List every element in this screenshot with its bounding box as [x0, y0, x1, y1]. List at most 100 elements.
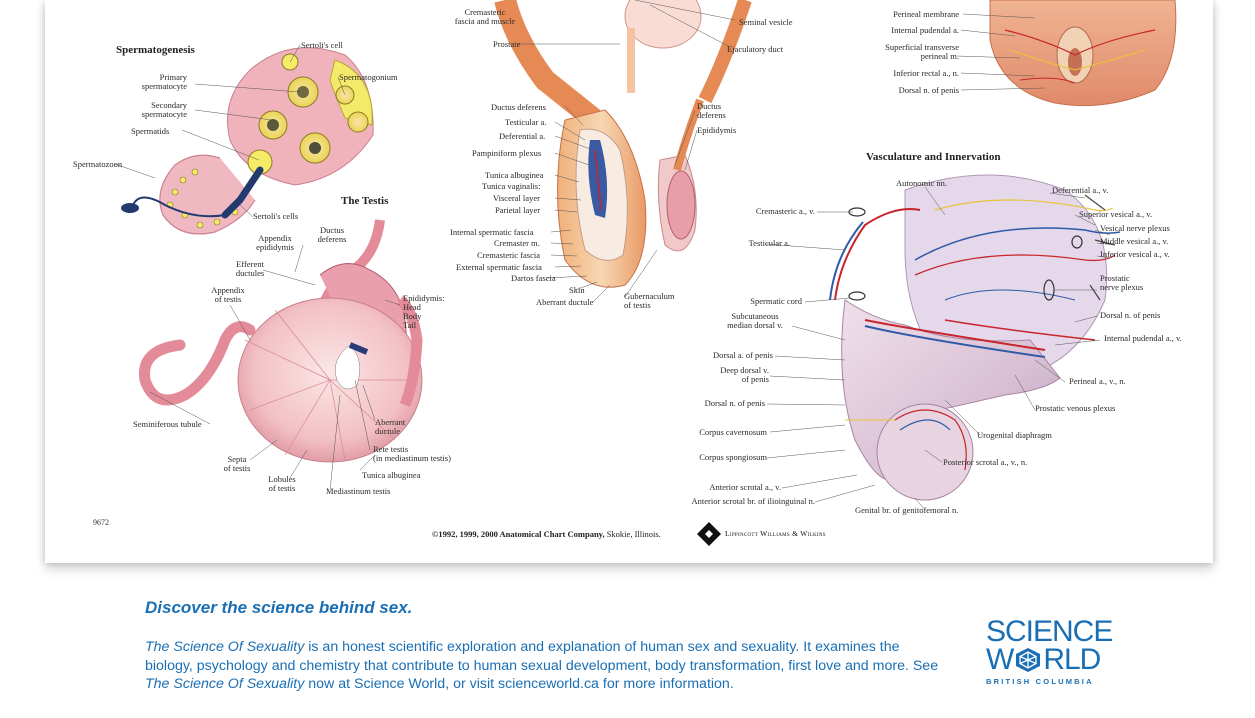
label-ductus-deferens-right: Ductus deferens [697, 101, 726, 120]
logo-line-2: W RLD [986, 643, 1101, 676]
label-ductus-deferens: Ductus deferens [317, 225, 347, 244]
label-seminiferous-tubule: Seminiferous tubule [133, 419, 202, 429]
label-anterior-scrotal: Anterior scrotal a., v. [709, 482, 781, 492]
label-cremasteric-fascia: Cremasteric fascia [477, 250, 541, 260]
label-testicular-a-vasc: Testicular a. [748, 238, 790, 248]
label-urogenital: Urogenital diaphragm [977, 430, 1052, 440]
label-prostatic-nerve: Prostatic nerve plexus [1100, 273, 1144, 292]
label-deep-dorsal-v: Deep dorsal v. of penis [720, 365, 769, 384]
label-lobules: Lobules of testis [268, 474, 296, 493]
label-cremaster-m: Cremaster m. [494, 238, 540, 248]
label-visceral-layer: Visceral layer [493, 193, 540, 203]
label-appendix-epididymis: Appendix epididymis [256, 233, 294, 252]
label-dorsal-a-penis: Dorsal a. of penis [713, 350, 773, 360]
exhibit-title-2: The Science Of Sexuality [145, 676, 305, 692]
label-dorsal-n-penis-perineum: Dorsal n. of penis [898, 85, 959, 95]
label-spermatogonium: Spermatogonium [339, 72, 398, 82]
copyright-place: Skokie, Illinois. [604, 529, 661, 539]
label-appendix-testis: Appendix of testis [211, 285, 245, 304]
anatomy-illustration [114, 0, 1177, 546]
label-seminal-vesicle: Seminal vesicle [739, 17, 793, 27]
label-inferior-vesical: Inferior vesical a., v. [1100, 249, 1170, 259]
label-prostate: Prostate [493, 39, 521, 49]
label-middle-vesical: Middle vesical a., v. [1100, 236, 1169, 246]
label-septa: Septa of testis [223, 454, 251, 473]
label-primary-spermatocyte: Primary spermatocyte [141, 72, 187, 91]
label-aberrant-ductule-cord: Aberrant ductule [536, 297, 594, 307]
label-autonomic: Autonomic nn. [896, 178, 947, 188]
logo-subtitle: BRITISH COLUMBIA [986, 677, 1094, 686]
label-cremasteric-av: Cremasteric a., v. [755, 206, 815, 216]
label-internal-spermatic-fascia: Internal spermatic fascia [450, 227, 534, 237]
section-title-spermatogenesis: Spermatogenesis [116, 44, 195, 56]
label-dorsal-n-penis-vasc-2: Dorsal n. of penis [704, 398, 765, 408]
geodesic-dome-icon [1016, 648, 1041, 672]
label-rete-testis: Rete testis (in mediastinum testis) [373, 444, 451, 463]
label-subcutaneous-dorsal: Subcutaneous median dorsal v. [727, 311, 783, 330]
body-text-2: now at Science World, or visit sciencewo… [304, 676, 734, 692]
label-gubernaculum: Gubernaculum of testis [624, 291, 675, 310]
body-copy: The Science Of Sexuality is an honest sc… [145, 638, 950, 694]
label-tunica-vaginalis: Tunica vaginalis: [482, 181, 541, 191]
headline: Discover the science behind sex. [145, 598, 413, 617]
label-ductus-deferens-left: Ductus deferens [491, 102, 546, 112]
publisher-name: Lippincott Williams & Wilkins [725, 529, 826, 538]
label-superficial-transverse: Superficial transverse perineal m. [885, 42, 959, 61]
label-external-spermatic-fascia: External spermatic fascia [456, 262, 542, 272]
label-sertoli-cell: Sertoli's cell [301, 40, 343, 50]
label-epididymis-parts: Epididymis: Head Body Tail [403, 293, 445, 330]
label-prostatic-venous: Prostatic venous plexus [1035, 403, 1116, 413]
plate-number: 9672 [93, 518, 109, 527]
exhibit-title-1: The Science Of Sexuality [145, 639, 305, 655]
label-tunica-albuginea: Tunica albuginea [362, 470, 421, 480]
label-dorsal-n-penis-vasc: Dorsal n. of penis [1100, 310, 1161, 320]
spermatic-cord-diagram [494, 0, 752, 288]
label-deferential-a: Deferential a. [499, 131, 546, 141]
label-genital-br: Genital br. of genitofemoral n. [855, 505, 959, 515]
publisher-logo-icon [697, 522, 721, 546]
spermatogenesis-diagram [121, 47, 374, 235]
label-superior-vesical: Superior vesical a., v. [1079, 209, 1153, 219]
testis-diagram [138, 219, 423, 463]
label-perineal-avn: Perineal a., v., n. [1069, 376, 1126, 386]
label-dartos-fascia: Dartos fascia [511, 273, 556, 283]
label-skin: Skin [569, 285, 585, 295]
label-cremasteric-fascia-muscle: Cremasteric fascia and muscle [454, 7, 516, 26]
testis-leader-lines [149, 244, 401, 491]
vasculature-leader-lines [764, 186, 1116, 511]
label-efferent-ductules: Efferent ductules [235, 259, 265, 278]
label-deferential-av: Deferential a., v. [1052, 185, 1109, 195]
spermatogenesis-leader-lines [114, 44, 346, 218]
label-posterior-scrotal: Posterior scrotal a., v., n. [943, 457, 1028, 467]
label-aberrant-ductule: Aberrant ductule [375, 417, 406, 436]
logo-line-1: SCIENCE [986, 615, 1113, 648]
copyright-line: ©1992, 1999, 2000 Anatomical Chart Compa… [432, 529, 661, 539]
label-parietal-layer: Parietal layer [495, 205, 541, 215]
logo-line-2-b: RLD [1043, 643, 1101, 676]
section-title-testis: The Testis [341, 195, 389, 207]
label-ejaculatory-duct: Ejaculatory duct [727, 44, 783, 54]
perineum-diagram [989, 0, 1177, 107]
label-testicular-a: Testicular a. [505, 117, 547, 127]
label-epididymis: Epididymis [697, 125, 737, 135]
label-sertoli-cells: Sertoli's cells [253, 211, 299, 221]
label-internal-pudendal-av: Internal pudendal a., v. [1104, 333, 1182, 343]
vasculature-diagram [829, 174, 1121, 501]
science-world-logo[interactable]: SCIENCE W RLD BRITISH COLUMBIA [986, 615, 1113, 692]
label-pampiniform: Pampiniform plexus [472, 148, 542, 158]
label-spermatic-cord: Spermatic cord [750, 296, 802, 306]
label-anterior-scrotal-br: Anterior scrotal br. of ilioinguinal n. [691, 496, 815, 506]
perineum-leader-lines [956, 13, 1046, 91]
body-text-1: is an honest scientific exploration and … [145, 639, 939, 674]
cord-leader-lines [517, 0, 736, 303]
section-title-vasculature: Vasculature and Innervation [866, 151, 1001, 163]
label-spermatozoon: Spermatozoon [73, 159, 123, 169]
label-inferior-rectal: Inferior rectal a., n. [893, 68, 959, 78]
label-mediastinum: Mediastinum testis [326, 486, 391, 496]
copyright-bold: ©1992, 1999, 2000 Anatomical Chart Compa… [432, 529, 605, 539]
label-secondary-spermatocyte: Secondary spermatocyte [141, 100, 187, 119]
label-spermatids: Spermatids [131, 126, 170, 136]
label-perineal-membrane: Perineal membrane [893, 9, 959, 19]
label-corpus-cavernosum: Corpus cavernosum [699, 427, 767, 437]
publisher: Lippincott Williams & Wilkins [725, 529, 826, 538]
